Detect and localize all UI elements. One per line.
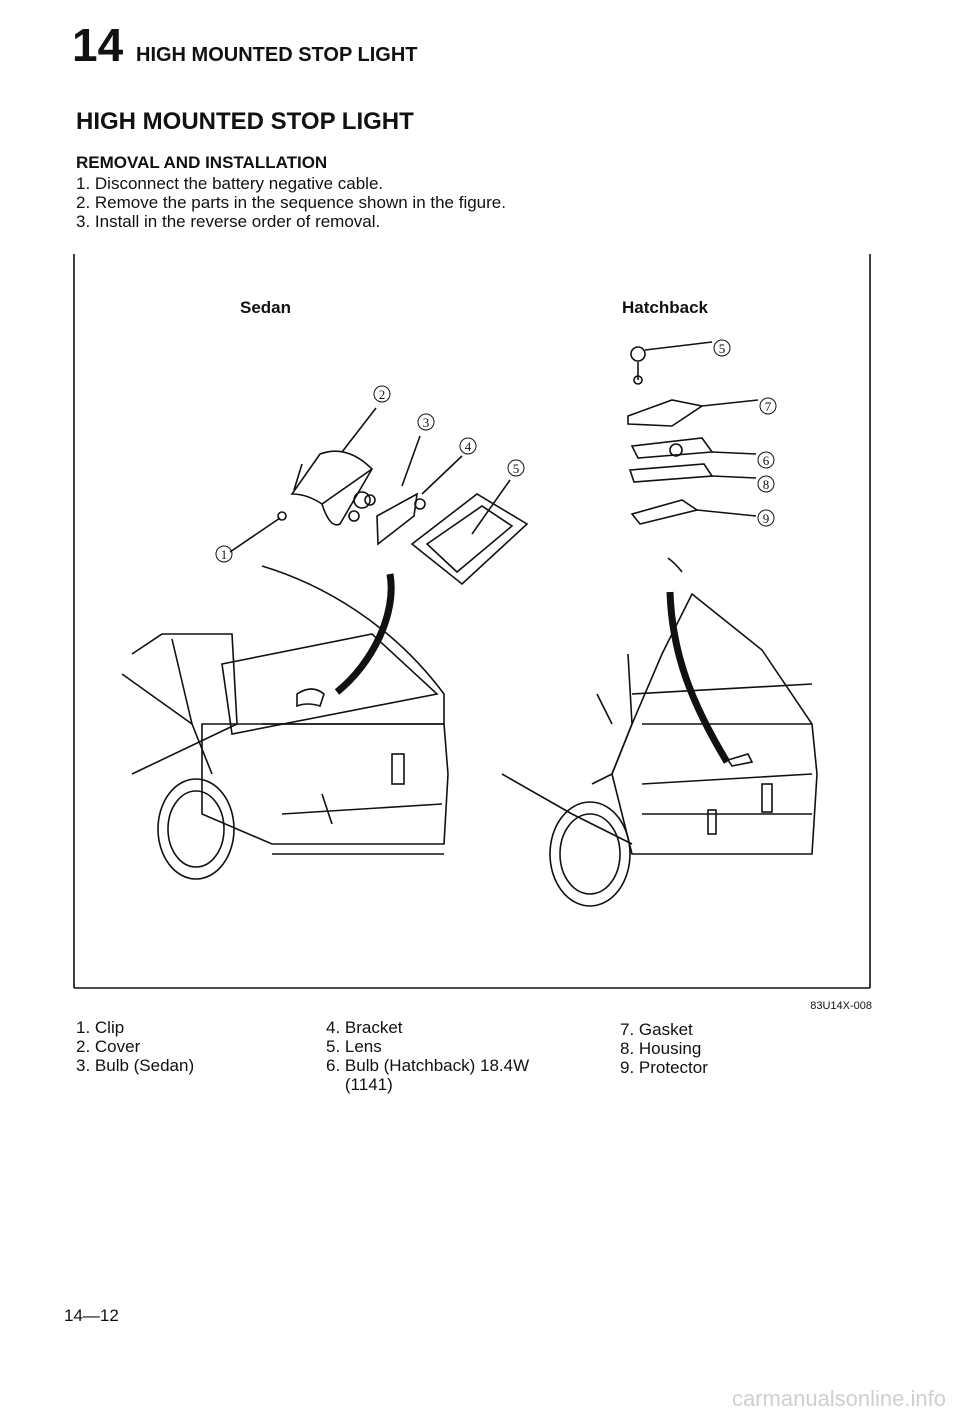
callout-8: 8	[757, 475, 775, 493]
step-3: 3. Install in the reverse order of remov…	[76, 212, 381, 231]
callout-7-label: 7	[765, 399, 772, 414]
page-number: 14—12	[64, 1306, 119, 1325]
callout-9: 9	[757, 509, 775, 527]
legend-column-2: 4. Bracket 5. Lens 6. Bulb (Hatchback) 1…	[326, 1018, 529, 1094]
callout-5-sedan-label: 5	[513, 461, 520, 476]
exploded-view-figure: 1 2 3 4 5 5 7 6	[73, 254, 871, 989]
callout-8-label: 8	[763, 477, 770, 492]
sedan-label: Sedan	[240, 298, 292, 317]
callout-5-sedan: 5	[507, 459, 525, 477]
callout-1: 1	[215, 545, 233, 563]
chapter-title: HIGH MOUNTED STOP LIGHT	[136, 44, 418, 66]
step-1: 1. Disconnect the battery negative cable…	[76, 174, 384, 193]
legend-item-9: 9. Protector	[620, 1058, 708, 1077]
callout-5-hatch-label: 5	[719, 341, 726, 356]
legend-item-6: 6. Bulb (Hatchback) 18.4W	[326, 1056, 530, 1075]
watermark: carmanualsonline.info	[731, 1386, 946, 1411]
callout-2: 2	[373, 385, 391, 403]
legend-item-4: 4. Bracket	[326, 1018, 403, 1037]
callout-2-label: 2	[379, 387, 386, 402]
legend-item-1: 1. Clip	[76, 1018, 125, 1037]
sedan-exploded-parts	[277, 450, 529, 586]
page-heading: HIGH MOUNTED STOP LIGHT	[76, 108, 414, 135]
legend-item-8: 8. Housing	[620, 1039, 702, 1058]
callout-6-label: 6	[763, 453, 770, 468]
callout-3: 3	[417, 413, 435, 431]
callout-1-label: 1	[221, 547, 228, 562]
callout-4: 4	[459, 437, 477, 455]
callout-7: 7	[759, 397, 777, 415]
callout-3-label: 3	[423, 415, 430, 430]
hatchback-label: Hatchback	[622, 298, 708, 317]
section-title: REMOVAL AND INSTALLATION	[76, 153, 328, 172]
legend-column-3: 7. Gasket 8. Housing 9. Protector	[620, 1020, 708, 1077]
callout-9-label: 9	[763, 511, 770, 526]
hatchback-exploded-parts	[627, 346, 714, 573]
legend-item-5: 5. Lens	[326, 1037, 382, 1056]
callout-4-label: 4	[465, 439, 472, 454]
hatchback-car-illustration	[501, 592, 818, 907]
step-2: 2. Remove the parts in the sequence show…	[76, 193, 506, 212]
legend-item-3: 3. Bulb (Sedan)	[76, 1056, 195, 1075]
legend-item-7: 7. Gasket	[620, 1020, 693, 1039]
figure-code: 83U14X-008	[810, 1000, 872, 1012]
callout-6: 6	[757, 451, 775, 469]
procedure-steps: 1. Disconnect the battery negative cable…	[76, 174, 506, 231]
legend-item-6-cont: (1141)	[326, 1075, 393, 1094]
sedan-car-illustration	[121, 565, 449, 880]
legend-item-2: 2. Cover	[76, 1037, 141, 1056]
chapter-number: 14	[72, 19, 124, 71]
legend-column-1: 1. Clip 2. Cover 3. Bulb (Sedan)	[76, 1018, 194, 1075]
callout-5-hatch: 5	[713, 339, 731, 357]
